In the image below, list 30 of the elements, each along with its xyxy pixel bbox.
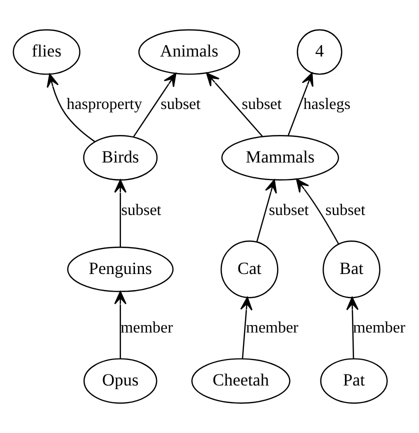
- node-ellipse: flies: [12, 29, 80, 75]
- node-circle: Cat: [220, 240, 278, 298]
- arrow: [46, 74, 96, 142]
- node-ellipse: Mammals: [221, 135, 340, 181]
- arrow: [114, 179, 126, 248]
- edge-label: member: [246, 319, 298, 336]
- arrow: [288, 72, 314, 136]
- arrow: [296, 178, 340, 244]
- arrow: [240, 296, 253, 359]
- edge-label: subset: [242, 96, 282, 114]
- arrow: [206, 72, 264, 138]
- edge-label: subset: [121, 202, 162, 219]
- edge-label: subset: [160, 96, 201, 114]
- node-ellipse: Opus: [83, 358, 158, 404]
- edge-label: member: [120, 319, 173, 336]
- arrow: [256, 179, 277, 242]
- edge-label: haslegs: [303, 96, 350, 114]
- arrow: [133, 72, 176, 137]
- edge-label: hasproperty: [66, 96, 142, 114]
- node-circle: 4: [296, 29, 342, 75]
- node-ellipse: Cheetah: [191, 358, 290, 404]
- arrow: [346, 296, 359, 359]
- edge-label: subset: [268, 202, 309, 219]
- node-ellipse: Pat: [320, 358, 388, 404]
- node-circle: Bat: [322, 240, 380, 298]
- edge-label: subset: [325, 202, 366, 219]
- node-ellipse: Penguins: [67, 246, 174, 292]
- arrow: [114, 290, 126, 359]
- node-ellipse: Animals: [138, 29, 240, 75]
- node-ellipse: Birds: [83, 135, 158, 181]
